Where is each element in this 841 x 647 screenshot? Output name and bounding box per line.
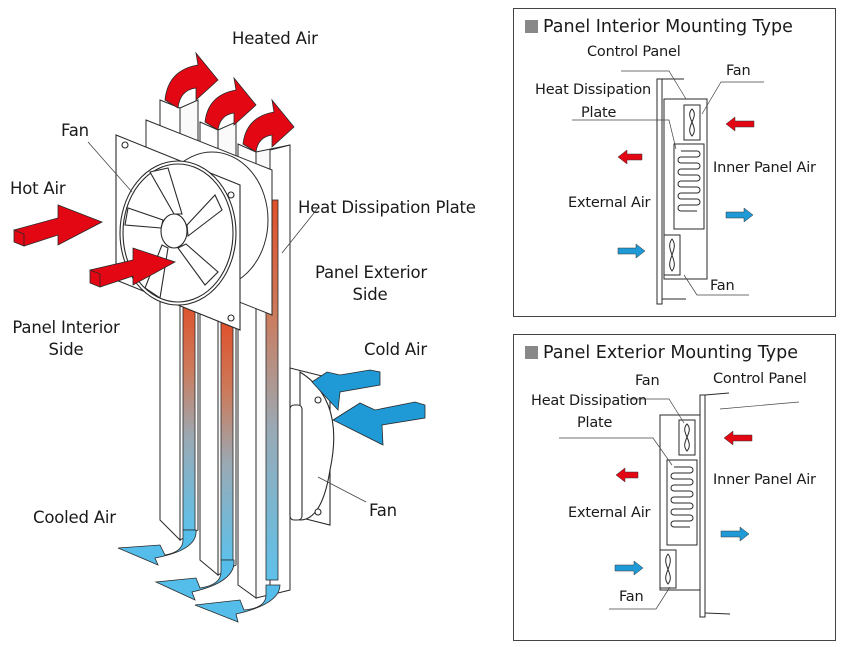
label-plate: Plate [581,105,617,121]
label-fan-top: Fan [726,63,751,79]
label-heat-dissipation: Heat Dissipation [531,393,648,409]
label-heated-air: Heated Air [232,29,318,48]
blue-arrow-icon [617,243,646,259]
panel-exterior-title: Panel Exterior Mounting Type [525,343,798,363]
label-heat-dissipation-plate: Heat Dissipation Plate [298,198,476,217]
panel-exterior-mounting-box: Panel Exterior Mounting Type [513,334,836,641]
label-cooled-air: Cooled Air [33,508,116,527]
panel-exterior-title-text: Panel Exterior Mounting Type [543,343,799,363]
leader-lines [87,141,367,503]
red-arrow-icon [617,149,643,165]
label-inner-panel-air: Inner Panel Air [713,472,816,488]
legend-square-icon [525,20,538,33]
label-panel-interior-line1: Panel Interior [12,318,120,337]
blue-arrow-icon [720,526,750,542]
label-heat-dissipation: Heat Dissipation [535,82,652,98]
label-control-panel: Control Panel [587,44,681,60]
label-fan-top: Fan [61,121,89,140]
heat-pipe [220,319,234,561]
heated-air-arrows [164,51,295,153]
label-fan-bottom: Fan [369,501,397,520]
label-external-air: External Air [568,195,651,211]
blue-arrow-icon [614,560,644,576]
fan-bottom-icon [289,367,335,526]
label-hot-air: Hot Air [10,179,66,198]
cooled-air-arrows [117,529,281,623]
red-arrow-icon [725,116,755,132]
panel-interior-title-text: Panel Interior Mounting Type [543,17,793,37]
label-cold-air: Cold Air [364,340,427,359]
heat-pipe [182,299,196,531]
blue-arrow-icon [725,207,754,223]
label-panel-exterior-line2: Side [352,284,388,304]
label-panel-interior-side: Panel Interior Side [4,318,128,360]
cold-air-arrows [311,369,426,446]
label-fan-bottom: Fan [619,589,644,605]
label-panel-exterior-side: Panel Exterior Side [315,263,428,305]
label-plate: Plate [577,415,613,431]
red-arrow-icon [615,467,639,483]
label-fan-top: Fan [635,373,660,389]
label-fan-bottom: Fan [710,278,735,294]
panel-interior-schematic [572,70,764,305]
legend-square-icon [525,346,538,359]
label-panel-interior-line2: Side [48,339,84,359]
panel-interior-title: Panel Interior Mounting Type [525,17,793,37]
label-control-panel: Control Panel [713,371,807,387]
label-external-air: External Air [568,505,651,521]
hot-air-arrows [13,204,176,288]
label-panel-exterior-line1: Panel Exterior [315,263,428,282]
panel-exterior-schematic [559,392,800,618]
panel-interior-mounting-box: Panel Interior Mounting Type [513,8,836,317]
label-inner-panel-air: Inner Panel Air [713,160,816,176]
red-arrow-icon [723,430,753,446]
